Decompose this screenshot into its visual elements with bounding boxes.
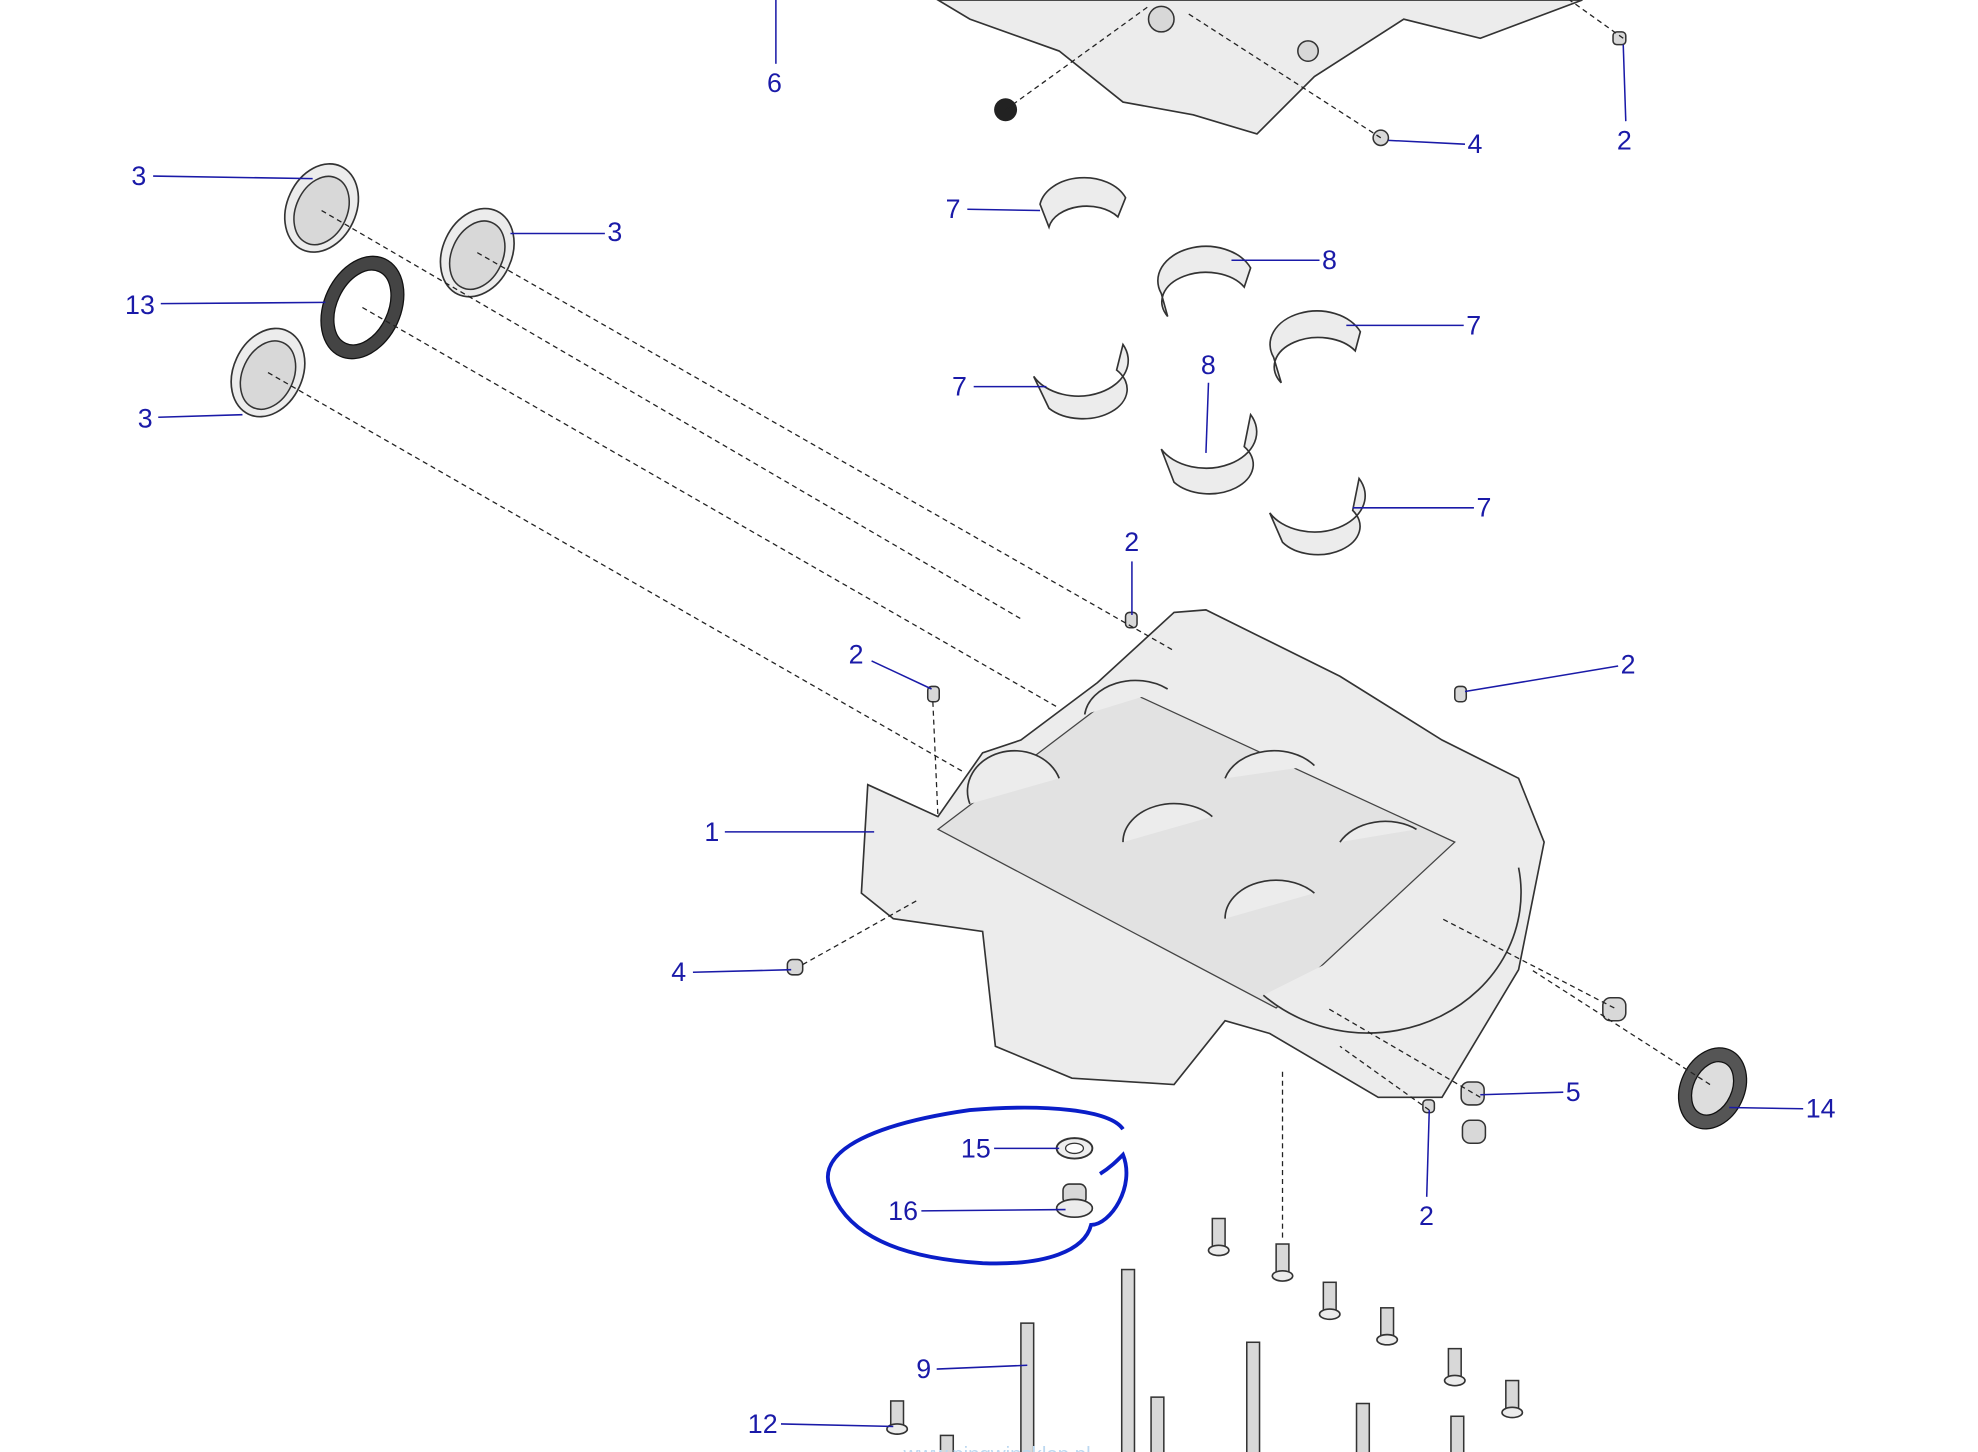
callout-label-4: 4 [1468,129,1483,159]
callout-label-7: 7 [1476,493,1491,523]
watermark: www.pingwinsklep.pl [902,1444,1090,1452]
callout-label-2: 2 [1621,650,1636,680]
dashed-line [1186,12,1382,139]
callout-label-4: 4 [671,957,686,987]
bolt-flange [1376,1333,1399,1346]
dashed-line [802,898,920,966]
callout-leader-line [153,175,313,180]
callout-leader-line [936,1364,1028,1370]
bolt-flange [1501,1406,1524,1419]
callout-label-7: 7 [946,194,961,224]
bolts-and-studs [886,1217,1524,1452]
callout-label-8: 8 [1201,350,1216,380]
bolt [939,1434,955,1452]
callout-label-3: 3 [607,217,622,247]
callout-label-1: 1 [704,817,719,847]
dashed-line [362,306,1060,709]
callout-leader-line [921,1208,1066,1212]
bolt-flange [1207,1244,1230,1257]
callout-leader-line [1425,1110,1431,1197]
bolt [1246,1341,1261,1452]
callout-label-11: 11 [1570,1450,1598,1452]
bolt-flange [1443,1374,1466,1387]
upper-crankcase-half [936,0,1627,147]
callout-label-6: 6 [767,68,782,98]
callout-leader-line [692,968,792,974]
dashed-line [1531,969,1711,1086]
dashed-line [1339,1045,1430,1111]
dashed-line [267,372,964,773]
callout-leader-line [1622,44,1627,122]
callout-label-3: 3 [138,403,153,433]
callout-leader-line [1729,1106,1804,1110]
callout-leader-line [1480,1091,1564,1096]
callout-leader-line [871,660,932,690]
bolt [1450,1415,1465,1452]
callout-label-16: 16 [888,1196,918,1226]
dashed-line [1441,918,1615,1009]
callout-label-13: 13 [125,290,155,320]
callout-label-2: 2 [1124,527,1139,557]
dashed-line [476,252,1175,652]
callout-label-15: 15 [961,1133,991,1163]
bolt-flange [1318,1308,1341,1321]
callout-leader-line [1464,665,1619,693]
callout-label-9: 9 [916,1354,931,1384]
bolt-flange [886,1423,909,1435]
callout-label-14: 14 [1806,1094,1836,1124]
hand-drawn-highlight-circle [826,1105,1129,1266]
callout-label-8: 8 [1322,245,1337,275]
callout-label-2: 2 [1617,125,1632,155]
callouts: 62433133787787222145142151691211 [125,0,1836,1452]
callout-leader-line [1205,382,1210,453]
callout-label-7: 7 [1466,310,1481,340]
callout-label-12: 12 [748,1409,778,1439]
dashed-line [932,701,939,817]
dashed-line [321,209,1022,620]
callout-label-3: 3 [131,161,146,191]
bolt [1355,1402,1371,1452]
callout-label-2: 2 [1419,1201,1434,1231]
bolt [1020,1322,1035,1452]
plug-part [994,98,1018,122]
dashed-line [1569,0,1624,39]
dashed-line [1005,5,1149,111]
callout-label-7: 7 [952,372,967,402]
drain-plug-parts [826,1105,1129,1266]
assembly-dashed-lines [267,0,1711,1238]
bolt [1120,1268,1136,1452]
seals-and-caps [230,163,1748,1130]
dashed-line [1326,1007,1481,1098]
callout-label-2: 2 [849,639,864,669]
bearing-shells [1032,176,1366,556]
callout-leader-line [158,413,243,418]
callout-label-5: 5 [1566,1077,1581,1107]
callout-leader-line [1388,139,1466,145]
callout-leader-line [967,208,1041,212]
bolt [1150,1396,1165,1452]
callout-leader-line [780,1423,894,1428]
bolt-flange [1271,1269,1294,1282]
lower-crankcase [786,609,1627,1144]
callout-leader-line [160,301,326,305]
